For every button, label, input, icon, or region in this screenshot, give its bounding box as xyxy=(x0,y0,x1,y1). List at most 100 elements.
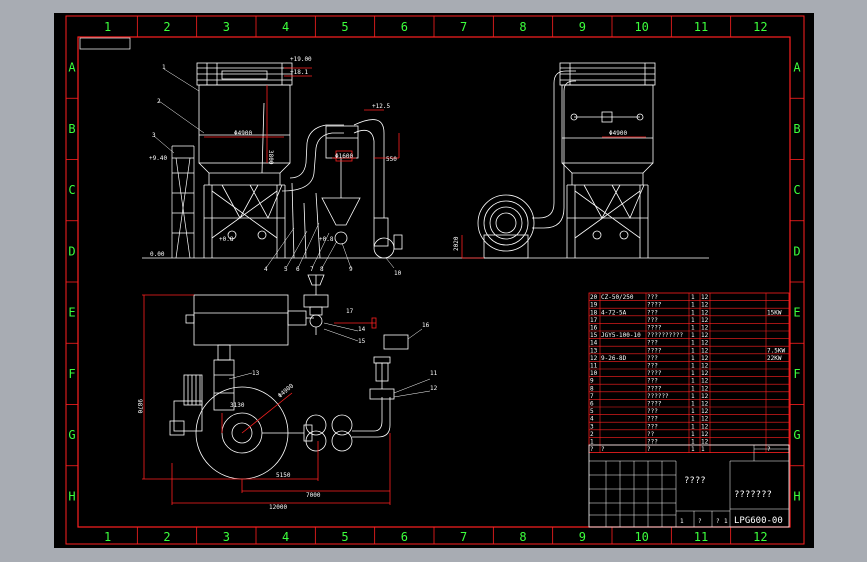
parts-cell: 7 xyxy=(590,393,594,400)
parts-cell: ?? xyxy=(647,431,655,438)
parts-cell: 1 xyxy=(691,431,695,438)
elevation-callout: 3 xyxy=(152,132,156,139)
parts-cell: ?????? xyxy=(647,393,669,400)
parts-cell: CZ-50/250 xyxy=(601,294,634,301)
parts-cell: 3 xyxy=(590,423,594,430)
parts-cell: ??? xyxy=(647,378,658,385)
elevation-callout: 9 xyxy=(349,266,353,273)
elevation-callout: 2 xyxy=(157,98,161,105)
parts-cell: ???? xyxy=(647,370,662,377)
parts-cell: 15KW xyxy=(767,309,782,316)
elevation-callout: 4 xyxy=(264,266,268,273)
zone-row-label: C xyxy=(68,183,75,197)
parts-header-cell: ? xyxy=(647,446,651,453)
zone-col-label: 12 xyxy=(753,530,767,544)
dim-top1: +19.00 xyxy=(290,56,312,63)
elevation-callout: 1 xyxy=(162,64,166,71)
parts-cell: 12 xyxy=(701,294,709,301)
parts-cell: 12 xyxy=(701,355,709,362)
parts-cell: 12 xyxy=(701,309,709,316)
parts-cell: 19 xyxy=(590,302,598,309)
zone-col-label: 3 xyxy=(223,20,230,34)
parts-cell: ?????????? xyxy=(647,332,684,339)
parts-cell: 12 xyxy=(701,340,709,347)
plan-leaders xyxy=(228,322,431,398)
zone-col-label: 10 xyxy=(634,530,648,544)
parts-cell: 18 xyxy=(590,309,598,316)
zone-col-label: 4 xyxy=(282,20,289,34)
parts-cell: 1 xyxy=(691,302,695,309)
outer-frame xyxy=(65,15,805,545)
parts-cell: 12 xyxy=(701,332,709,339)
parts-cell: 12 xyxy=(701,385,709,392)
parts-cell: 1 xyxy=(691,423,695,430)
base-level-2: +0.8 xyxy=(319,236,334,243)
elevation-view xyxy=(142,62,709,269)
zone-row-label: B xyxy=(68,122,75,136)
parts-cell: 12 xyxy=(701,363,709,370)
zone-col-label: 7 xyxy=(460,20,467,34)
parts-header-cell: ? xyxy=(767,446,771,453)
parts-header-cell: ? xyxy=(590,446,594,453)
parts-cell: 5 xyxy=(590,408,594,415)
elevation-labels: +19.00 +18.1 +12.5 Φ4900 3800 Φ1600 550 … xyxy=(149,56,627,277)
elevation-callout: 5 xyxy=(284,266,288,273)
title-block: 1??1 xyxy=(588,444,790,528)
parts-cell: 1 xyxy=(691,385,695,392)
parts-cell: ??? xyxy=(647,416,658,423)
parts-cell: 12 xyxy=(701,393,709,400)
dim-top2: +18.1 xyxy=(290,69,308,76)
diameter-main: Φ4900 xyxy=(234,130,252,137)
parts-cell: 10 xyxy=(590,370,598,377)
parts-cell: JGY5-100-10 xyxy=(601,332,641,339)
plan-callout: 14 xyxy=(358,326,366,333)
zone-col-label: 2 xyxy=(163,20,170,34)
parts-cell: 4 xyxy=(590,416,594,423)
zone-col-label: 5 xyxy=(341,20,348,34)
zone-row-label: E xyxy=(68,306,75,320)
parts-cell: 1 xyxy=(691,332,695,339)
diameter-cyclone: Φ1600 xyxy=(335,153,353,160)
parts-cell: 20 xyxy=(590,294,598,301)
parts-cell: 1 xyxy=(691,439,695,446)
parts-cell: 13 xyxy=(590,347,598,354)
zone-row-label: B xyxy=(793,122,800,136)
parts-cell: ???? xyxy=(647,347,662,354)
ground-level: 0.00 xyxy=(150,251,165,258)
plan-callout: 17 xyxy=(346,308,354,315)
dim-4900: Φ4900 xyxy=(277,382,296,399)
parts-cell: ??? xyxy=(647,309,658,316)
zone-row-label: H xyxy=(68,489,75,503)
parts-cell: 8 xyxy=(590,385,594,392)
parts-cell: 12 xyxy=(701,378,709,385)
lower-height: 2020 xyxy=(453,236,460,251)
plan-callout: 15 xyxy=(358,338,366,345)
duct-and-cyclone xyxy=(281,119,403,259)
zone-row-label: F xyxy=(793,367,800,381)
base-level-1: +0.8 xyxy=(219,236,234,243)
parts-cell: 9 xyxy=(590,378,594,385)
parts-cell: 11 xyxy=(590,363,598,370)
height-dim: 3800 xyxy=(267,150,274,165)
parts-cell: ??? xyxy=(647,355,658,362)
parts-cell: 7.5KW xyxy=(767,347,785,354)
elevation-callout: 8 xyxy=(320,266,324,273)
corner-box xyxy=(79,37,131,50)
parts-cell: 1 xyxy=(691,363,695,370)
parts-cell: ??? xyxy=(647,439,658,446)
parts-cell: 12 xyxy=(701,302,709,309)
zone-col-label: 2 xyxy=(163,530,170,544)
dim-top3: +12.5 xyxy=(372,103,390,110)
parts-cell: 2 xyxy=(590,431,594,438)
leader-lines xyxy=(153,68,395,269)
parts-cell: 1 xyxy=(691,401,695,408)
zone-col-label: 5 xyxy=(341,530,348,544)
scale-cell: 1 xyxy=(680,518,684,525)
parts-cell: 12 xyxy=(701,317,709,324)
parts-cell: 1 xyxy=(691,340,695,347)
elevation-callout: 10 xyxy=(394,270,402,277)
parts-cell: 12 xyxy=(590,355,598,362)
title-org: ??????? xyxy=(734,490,772,500)
zone-row-label: A xyxy=(68,61,76,75)
